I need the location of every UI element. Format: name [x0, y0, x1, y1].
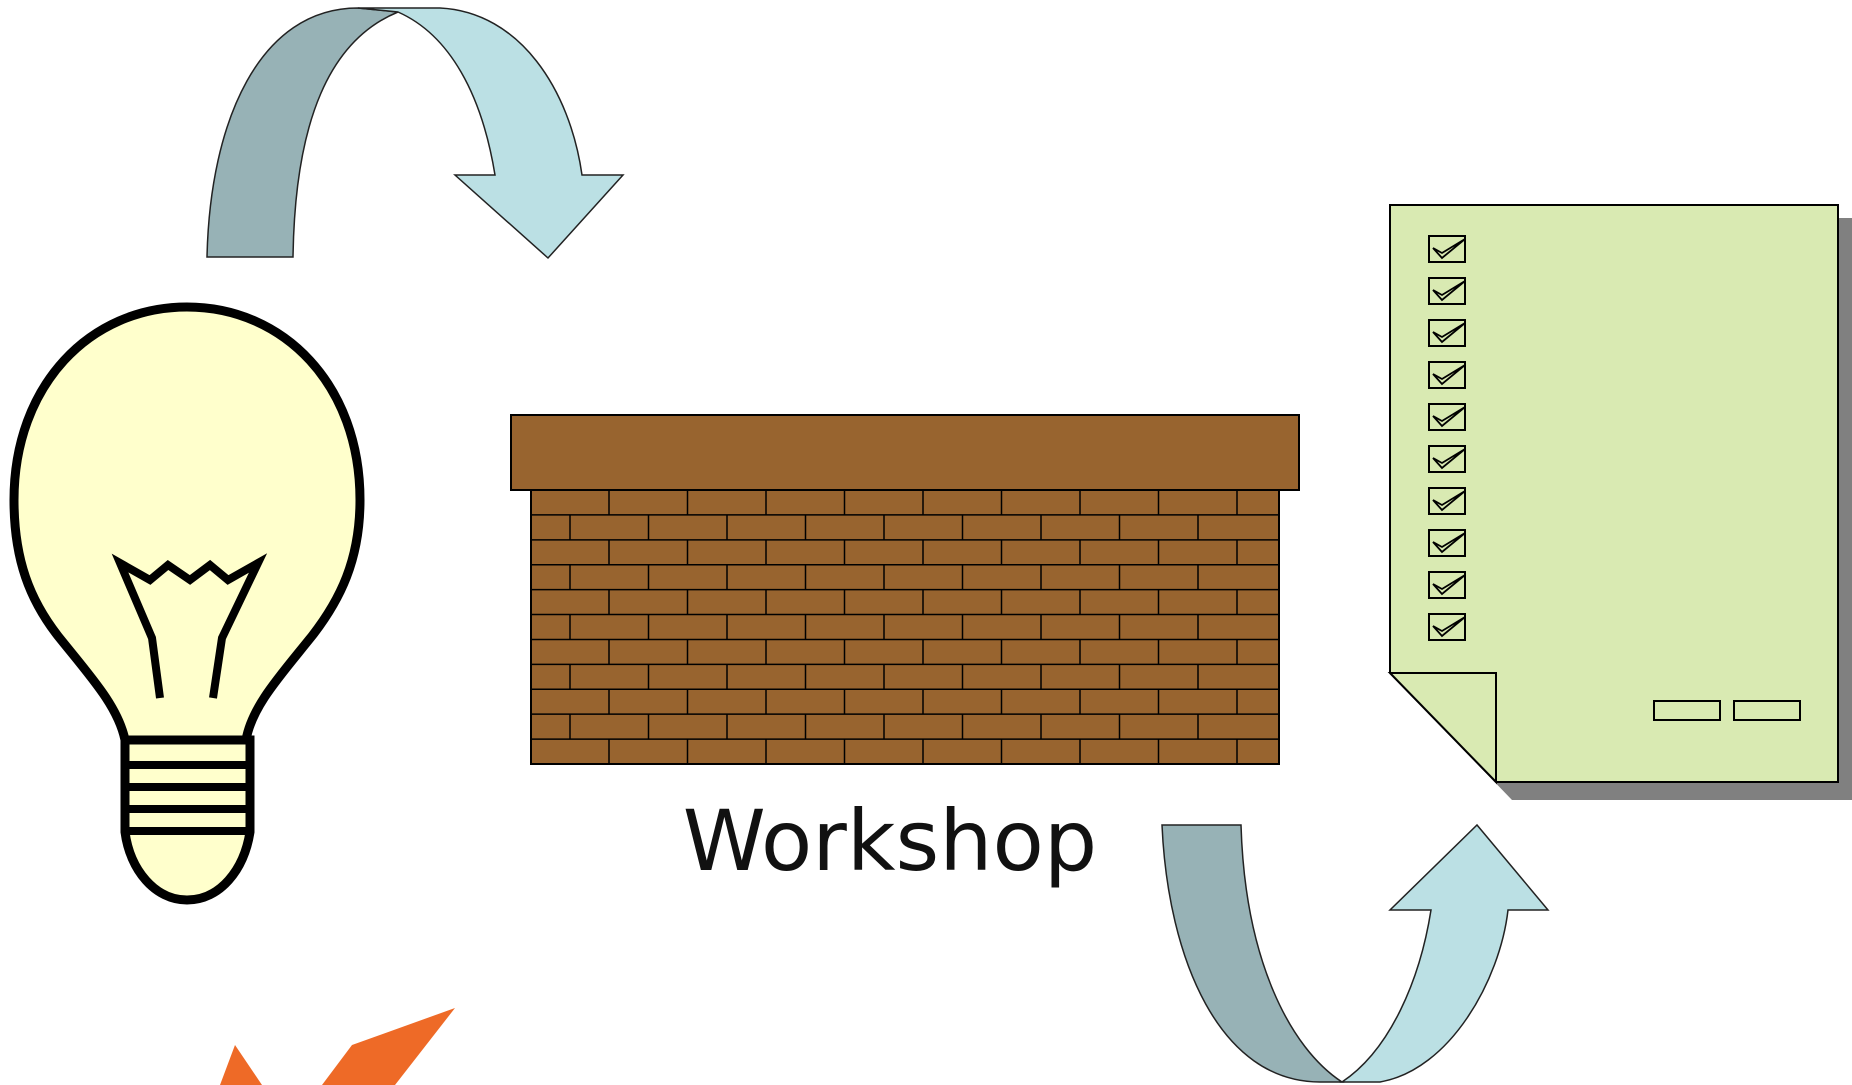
curved-arrow-top — [206, 7, 625, 260]
brick-wall-icon — [510, 414, 1300, 765]
form-field-right — [1733, 700, 1801, 721]
form-field-left — [1653, 700, 1721, 721]
checklist-document-icon — [1387, 204, 1852, 800]
checkbox-checked-icon — [1428, 529, 1466, 557]
checkbox-checked-icon — [1428, 613, 1466, 641]
checkbox-checked-icon — [1428, 487, 1466, 515]
checkbox-checked-icon — [1428, 319, 1466, 347]
lightbulb-icon — [9, 302, 365, 905]
curved-arrow-bottom — [1161, 823, 1550, 1083]
checkbox-checked-icon — [1428, 277, 1466, 305]
brick-pattern — [531, 490, 1279, 764]
orange-checkmark-icon — [220, 1008, 455, 1085]
checkbox-checked-icon — [1428, 361, 1466, 389]
workshop-label: Workshop — [683, 792, 1097, 890]
checkbox-checked-icon — [1428, 403, 1466, 431]
checkbox-checked-icon — [1428, 445, 1466, 473]
checkbox-checked-icon — [1428, 571, 1466, 599]
checkbox-list — [1428, 235, 1466, 641]
checkbox-checked-icon — [1428, 235, 1466, 263]
